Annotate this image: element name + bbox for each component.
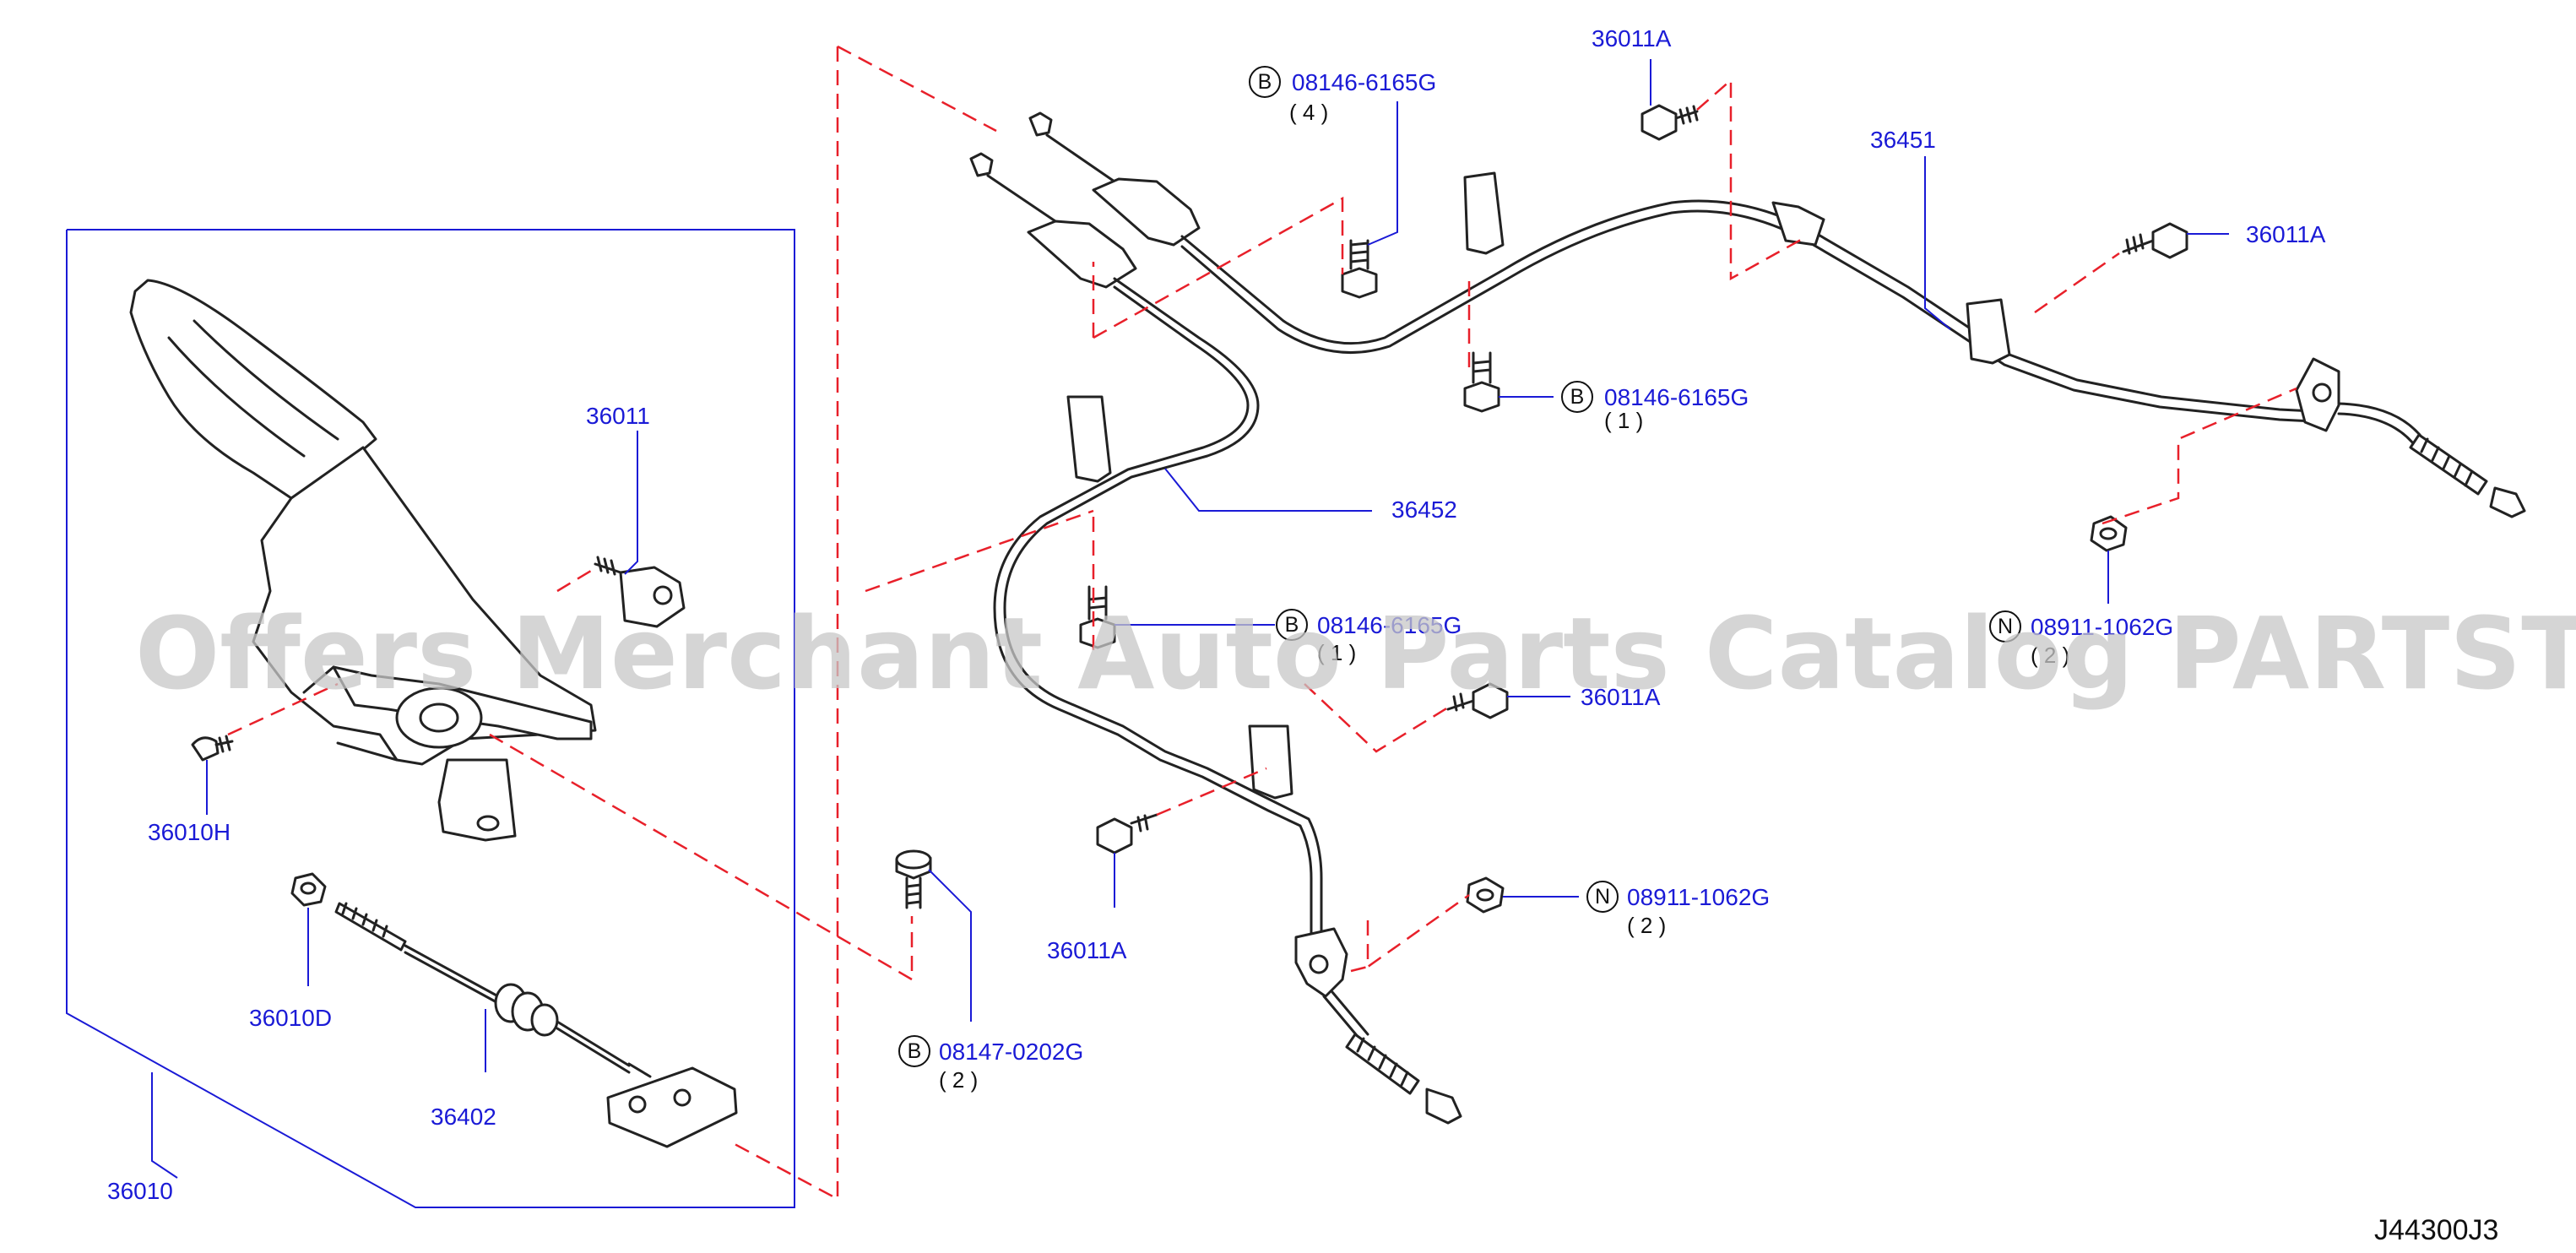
label-08911-right[interactable]: 08911-1062G xyxy=(2031,614,2173,640)
label-36010[interactable]: 36010 xyxy=(107,1178,173,1204)
label-08146-mid[interactable]: 08146-6165G xyxy=(1604,384,1749,410)
qty-08146-low: ( 1 ) xyxy=(1317,640,1356,665)
watermark-text: Offers Merchant Auto Parts Catalog PARTS… xyxy=(135,595,2576,712)
left-rear-cable-36452[interactable] xyxy=(969,152,1462,1125)
bolt-36011A-low[interactable] xyxy=(1096,813,1158,854)
label-36011A-mid[interactable]: 36011A xyxy=(1581,684,1661,710)
assembly-dash-lines xyxy=(227,45,2297,1201)
label-36402[interactable]: 36402 xyxy=(431,1104,496,1130)
label-36011[interactable]: 36011 xyxy=(586,403,650,429)
bolt-36011A-top[interactable] xyxy=(1641,104,1699,141)
qty-08911-low: ( 2 ) xyxy=(1627,913,1666,938)
label-36010H[interactable]: 36010H xyxy=(148,819,230,845)
nut-08911-low[interactable] xyxy=(1466,876,1505,914)
label-08146-low[interactable]: 08146-6165G xyxy=(1317,612,1462,638)
label-36010D[interactable]: 36010D xyxy=(249,1005,332,1031)
label-08911-low[interactable]: 08911-1062G xyxy=(1627,884,1770,910)
screw-36010H[interactable] xyxy=(191,735,234,762)
nut-36010D[interactable] xyxy=(290,872,327,907)
brake-lever-assembly[interactable] xyxy=(129,279,597,842)
circle-letter-top: B xyxy=(1258,70,1272,94)
circle-letter-nut-low: N xyxy=(1595,885,1610,909)
label-08146-top[interactable]: 08146-6165G xyxy=(1292,69,1436,95)
nut-08911-right[interactable] xyxy=(2090,515,2128,552)
leader-lines xyxy=(151,59,2229,1179)
bolt-08146-mid[interactable] xyxy=(1463,351,1500,413)
bolt-08146-top[interactable] xyxy=(1341,239,1378,299)
qty-08146-top: ( 4 ) xyxy=(1289,100,1328,125)
label-08147[interactable]: 08147-0202G xyxy=(939,1039,1083,1065)
label-36011A-low[interactable]: 36011A xyxy=(1047,937,1127,963)
part-labels: 36011A 08146-6165G ( 4 ) 36451 36011A 08… xyxy=(107,25,2326,1204)
label-36011A-right[interactable]: 36011A xyxy=(2246,221,2326,247)
right-rear-cable-36451[interactable] xyxy=(1028,111,2526,518)
circle-letter-nut-right: N xyxy=(1998,615,2013,638)
reference-circles: B B B N N B xyxy=(898,66,2021,1067)
bolt-08146-low[interactable] xyxy=(1079,585,1116,649)
front-cable-36402[interactable] xyxy=(334,902,738,1148)
circle-letter-low: B xyxy=(1285,613,1299,637)
circle-letter-mid: B xyxy=(1570,385,1585,409)
qty-08147: ( 2 ) xyxy=(939,1067,978,1093)
bolt-36011A-right[interactable] xyxy=(2122,222,2188,259)
clip-36011[interactable] xyxy=(594,556,686,628)
circle-letter-08147: B xyxy=(908,1039,922,1063)
label-36011A-top[interactable]: 36011A xyxy=(1592,25,1672,52)
bolt-36011A-mid[interactable] xyxy=(1446,682,1509,719)
label-36452[interactable]: 36452 xyxy=(1391,496,1457,523)
bolt-08147-0202G[interactable] xyxy=(895,849,932,909)
diagram-code: J44300J3 xyxy=(2374,1214,2498,1246)
assembly-frame-36010 xyxy=(66,229,795,1208)
qty-08911-right: ( 2 ) xyxy=(2031,643,2069,668)
qty-08146-mid: ( 1 ) xyxy=(1604,408,1643,433)
label-36451[interactable]: 36451 xyxy=(1870,127,1936,153)
